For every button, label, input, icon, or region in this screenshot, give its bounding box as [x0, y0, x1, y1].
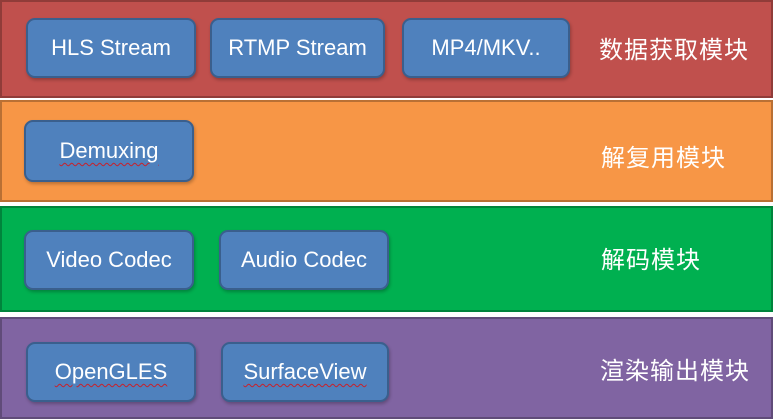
- hls-stream-label: HLS Stream: [51, 35, 171, 60]
- video-codec-box: Video Codec: [24, 230, 194, 290]
- audio-codec-box: Audio Codec: [219, 230, 389, 290]
- layer-decoding-title: 解码模块: [601, 246, 701, 274]
- layer-demuxing: Demuxing 解复用模块: [0, 100, 773, 202]
- layer-rendering-title: 渲染输出模块: [600, 357, 750, 385]
- layer-data-acquisition-title: 数据获取模块: [599, 36, 749, 64]
- surfaceview-box: SurfaceView: [221, 342, 389, 402]
- surfaceview-label: SurfaceView: [243, 359, 367, 384]
- audio-codec-label: Audio Codec: [241, 247, 367, 272]
- opengles-box: OpenGLES: [26, 342, 196, 402]
- layer-decoding: Video Codec Audio Codec 解码模块: [0, 206, 773, 312]
- rtmp-stream-box: RTMP Stream: [210, 18, 385, 78]
- mp4-mkv-label: MP4/MKV..: [431, 35, 541, 60]
- mp4-mkv-box: MP4/MKV..: [402, 18, 570, 78]
- layer-rendering: OpenGLES SurfaceView 渲染输出模块: [0, 317, 773, 419]
- layer-demuxing-title: 解复用模块: [601, 144, 726, 172]
- demuxing-box: Demuxing: [24, 120, 194, 182]
- rtmp-stream-label: RTMP Stream: [228, 35, 367, 60]
- layer-data-acquisition: HLS Stream RTMP Stream MP4/MKV.. 数据获取模块: [0, 0, 773, 98]
- video-codec-label: Video Codec: [46, 247, 172, 272]
- demuxing-label: Demuxing: [59, 138, 159, 163]
- opengles-label: OpenGLES: [54, 359, 168, 384]
- hls-stream-box: HLS Stream: [26, 18, 196, 78]
